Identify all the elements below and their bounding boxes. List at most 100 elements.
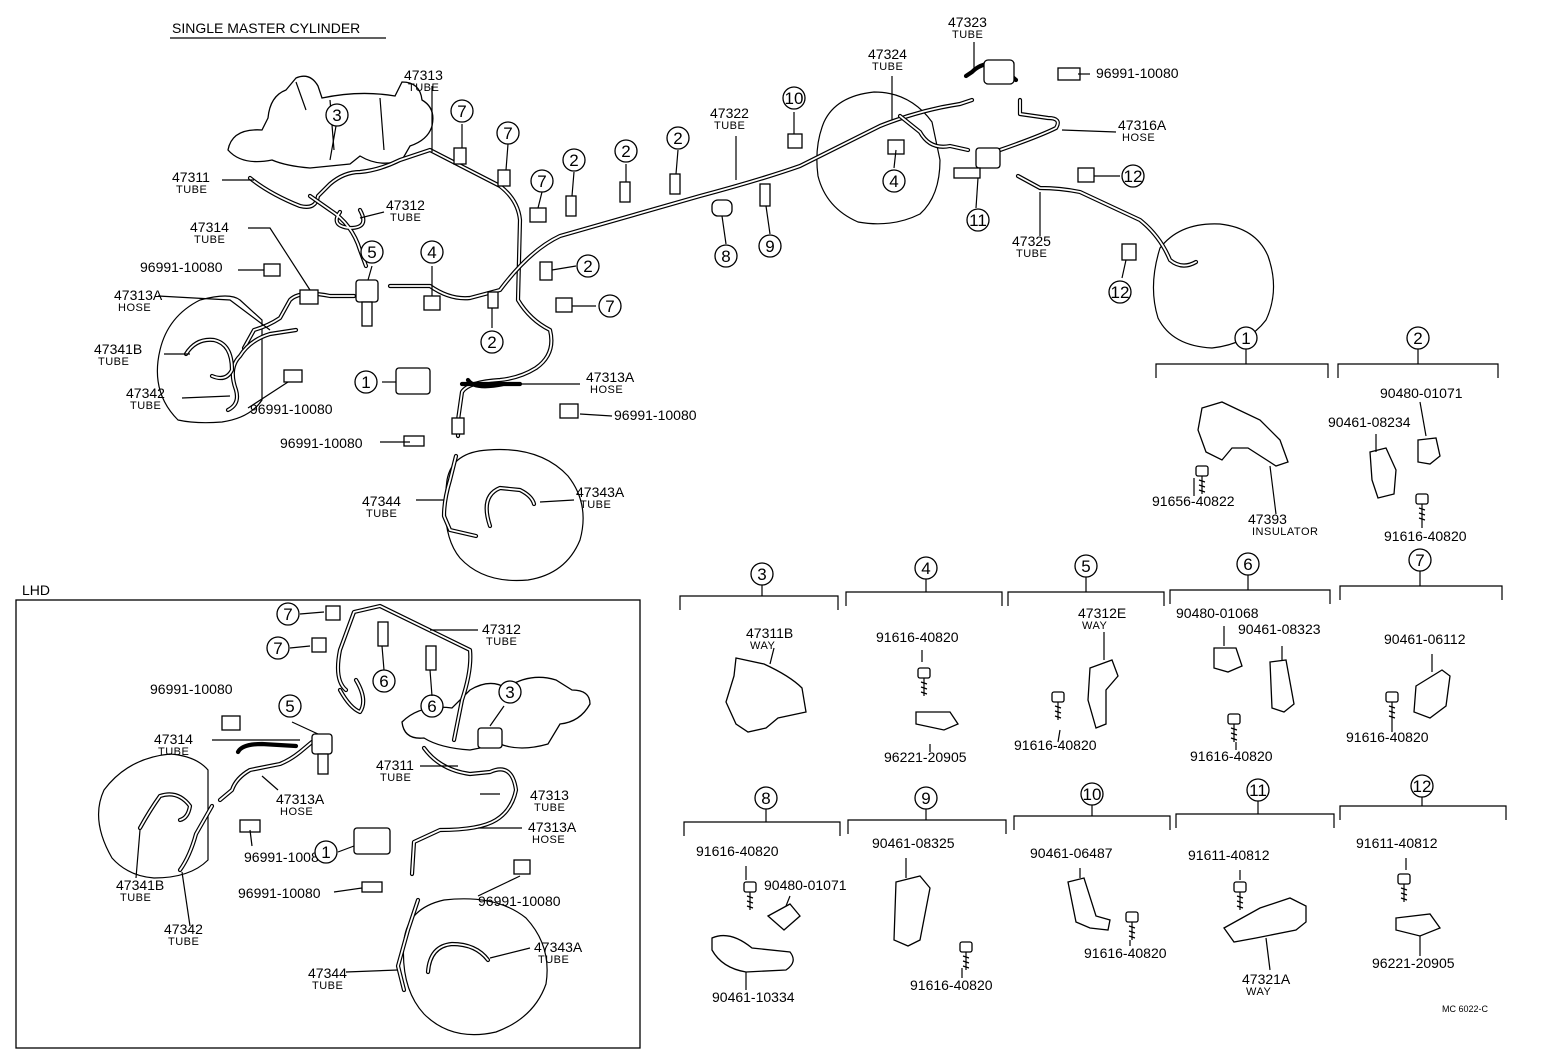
callout: 10	[782, 86, 806, 110]
callout-circle	[750, 562, 774, 586]
clamp-4a	[423, 295, 441, 311]
callout: 6	[420, 694, 444, 718]
detail-part-shape-5	[1087, 659, 1119, 729]
callout-circle	[354, 370, 378, 394]
screw-icon	[959, 941, 973, 970]
lhd-clamp-6b	[425, 645, 437, 671]
part-number: 90461-08325	[872, 835, 955, 851]
clamp-9	[759, 183, 771, 207]
callout-number: 11	[969, 211, 987, 230]
lhd-part-labels: 47312TUBE96991-1008047314TUBE47311TUBE47…	[116, 621, 583, 992]
callout-number: 2	[673, 129, 682, 148]
part-number: 90461-06112	[1384, 631, 1466, 647]
part-number: 47341B	[94, 341, 142, 357]
part-type: HOSE	[1122, 132, 1155, 144]
detail-part-shape-7	[1413, 669, 1451, 719]
part-label: 96991-10080	[244, 849, 327, 865]
part-type: HOSE	[532, 834, 565, 846]
lhd-clip-c	[361, 881, 383, 893]
part-label: 91611-40812	[1188, 847, 1270, 863]
lhd-front-drum	[402, 898, 548, 1036]
part-number: 47311	[376, 757, 414, 773]
part-label: 90480-01071	[764, 877, 847, 893]
callout: 1	[314, 840, 338, 864]
part-number: 90461-08234	[1328, 414, 1411, 430]
part-number: 47313	[404, 67, 443, 83]
detail-panels: 191656-4082247393INSULATOR290480-0107190…	[679, 326, 1507, 1005]
lhd-master-cylinder	[401, 676, 591, 751]
callout-circle	[360, 240, 384, 264]
callout-number: 10	[785, 89, 804, 108]
callout-number: 7	[537, 172, 546, 191]
callout-circle	[714, 244, 738, 268]
callout: 9	[914, 786, 938, 810]
callout: 2	[576, 254, 600, 278]
detail-bracket	[1337, 349, 1499, 378]
callout-number: 12	[1413, 777, 1432, 796]
part-number: 47316A	[1118, 117, 1167, 133]
part-number: 96991-10080	[614, 407, 697, 423]
callout-number: 2	[1413, 329, 1422, 348]
part-label: 96221-20905	[884, 749, 967, 765]
part-label: 91616-40820	[696, 843, 779, 859]
detail-bracket	[845, 579, 1003, 606]
detail-part-shape-9	[893, 875, 931, 947]
figure-code: MC 6022-C	[1442, 1004, 1489, 1014]
part-number: 91616-40820	[696, 843, 779, 859]
part-label: 96991-10080	[478, 893, 561, 909]
detail-part-shape-1	[1197, 401, 1289, 467]
part-number: 47322	[710, 105, 749, 121]
callout: 11	[966, 208, 990, 232]
left-wheel	[156, 295, 263, 424]
main-leaders	[157, 42, 1117, 503]
callout-circle	[266, 636, 290, 660]
part-type: INSULATOR	[1252, 526, 1318, 538]
callout: 1	[1234, 326, 1258, 350]
part-type: TUBE	[194, 234, 225, 246]
detail-part-shape-3	[725, 657, 807, 733]
part-number: 91656-40822	[1152, 493, 1235, 509]
detail-bracket	[1169, 575, 1331, 604]
part-type: WAY	[1246, 986, 1271, 998]
callout-circle	[314, 840, 338, 864]
callout-number: 9	[765, 237, 774, 256]
lhd-clip-a	[221, 715, 241, 731]
lhd-clamp-7b	[311, 637, 327, 653]
clamp-2e	[487, 291, 499, 309]
detail-leader	[769, 647, 775, 665]
callout-circle	[1406, 326, 1430, 350]
part-label: 90461-08234	[1328, 414, 1411, 430]
callout: 7	[598, 294, 622, 318]
clamp-2a	[565, 195, 577, 217]
callout: 3	[750, 562, 774, 586]
lhd-clamp-6a	[377, 621, 389, 647]
part-number: 47312	[482, 621, 521, 637]
part-label: 90461-08323	[1238, 621, 1321, 637]
callout-number: 2	[583, 257, 592, 276]
union-bracket	[361, 301, 373, 327]
part-number: 47312	[386, 197, 425, 213]
detail-bracket	[679, 585, 839, 610]
callout-circle	[614, 139, 638, 163]
callout-number: 1	[1241, 329, 1250, 348]
detail-leader	[1057, 729, 1061, 743]
lhd-callout-leaders	[289, 611, 505, 853]
part-label: 91611-40812	[1356, 835, 1438, 851]
main-assembly	[156, 59, 1275, 582]
part-label: 90461-06487	[1030, 845, 1113, 861]
callout-circle	[325, 103, 349, 127]
part-type: TUBE	[176, 184, 207, 196]
part-label: 96991-10080	[238, 885, 321, 901]
part-number: 47313	[530, 787, 569, 803]
clamp-7b	[497, 169, 511, 187]
part-type: TUBE	[408, 82, 439, 94]
